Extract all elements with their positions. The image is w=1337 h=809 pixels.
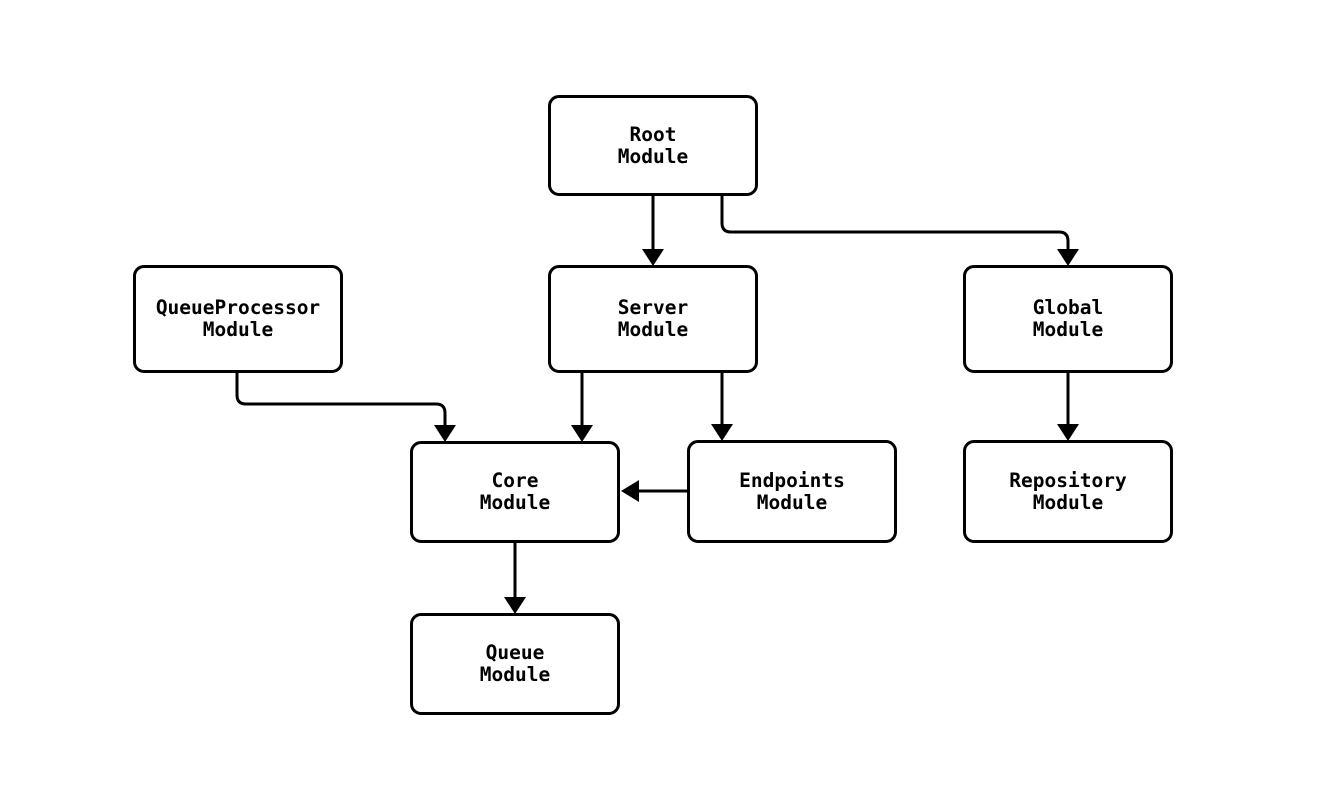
node-queueprocessor-module[interactable]: QueueProcessor Module [133,265,343,373]
node-core-module-line2: Module [479,491,551,514]
node-server-module-line2: Module [617,318,689,341]
node-repository-module[interactable]: Repository Module [963,440,1173,543]
node-server-module-line1: Server [617,296,689,319]
edge-endpoints-to-core [621,480,687,502]
edge-queueprocessor-to-core [235,373,456,442]
node-core-module-line1: Core [491,469,539,492]
node-repository-module-line2: Module [1032,490,1104,514]
node-root-module-line1: Root [629,122,677,146]
edge-server-to-endpoints [711,373,733,441]
edge-global-to-repository [1057,373,1079,441]
node-endpoints-module-line2: Module [756,490,828,514]
edge-server-to-core [571,373,593,442]
edge-root-to-global [720,196,1079,266]
node-server-module[interactable]: Server Module [548,265,758,373]
node-global-module-line2: Module [1032,318,1104,341]
node-global-module-line1: Global [1032,296,1104,319]
node-queue-module-line2: Module [479,663,551,686]
node-queueprocessor-module-line2: Module [202,318,274,341]
node-repository-module-line1: Repository [1009,468,1127,492]
node-core-module[interactable]: Core Module [410,441,620,543]
edge-core-to-queue [504,543,526,614]
node-queue-module[interactable]: Queue Module [410,613,620,715]
node-global-module[interactable]: Global Module [963,265,1173,373]
node-queue-module-line1: Queue [485,641,545,664]
edge-root-to-server [642,196,664,266]
node-queueprocessor-module-line1: QueueProcessor [155,296,321,319]
node-endpoints-module-line1: Endpoints [739,468,845,492]
node-root-module[interactable]: Root Module [548,95,758,196]
node-endpoints-module[interactable]: Endpoints Module [687,440,897,543]
node-root-module-line2: Module [617,144,689,168]
